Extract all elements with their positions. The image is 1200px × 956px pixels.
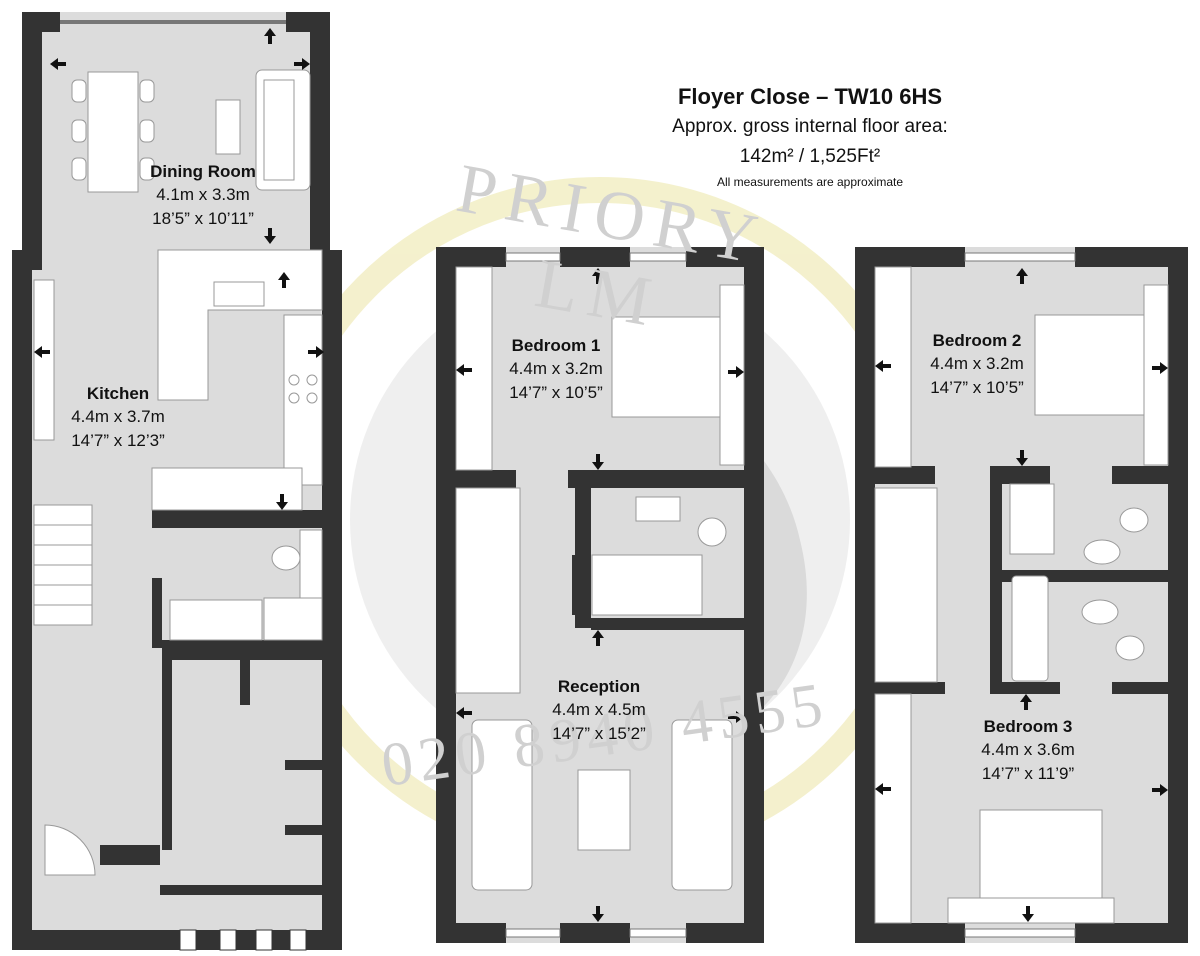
wall — [436, 247, 456, 943]
wall — [875, 466, 935, 484]
wall — [1168, 247, 1188, 943]
wall — [240, 660, 250, 705]
room-label-dining: Dining Room 4.1m x 3.3m 18’5” x 10’11” — [123, 161, 283, 231]
ground-floor — [12, 12, 342, 951]
room-name: Bedroom 3 — [983, 717, 1073, 736]
wall — [560, 247, 630, 267]
wall — [436, 247, 506, 267]
wall — [568, 470, 744, 488]
wall — [855, 923, 965, 943]
wall — [855, 247, 965, 267]
room-name: Kitchen — [86, 384, 150, 403]
first-floor — [436, 247, 764, 943]
room-dim-metric: 4.4m x 3.2m — [509, 359, 603, 378]
wall — [285, 825, 325, 835]
wall — [100, 845, 160, 865]
wall — [310, 12, 330, 256]
direction-arrows — [34, 28, 1168, 922]
room-label-kitchen: Kitchen 4.4m x 3.7m 14’7” x 12’3” — [38, 383, 198, 453]
room-name: Reception — [557, 677, 641, 696]
second-floor — [855, 247, 1188, 943]
wall — [990, 466, 1050, 484]
wall — [875, 682, 945, 694]
room-dim-metric: 4.4m x 4.5m — [552, 700, 646, 719]
room-label-bedroom-2: Bedroom 2 4.4m x 3.2m 14’7” x 10’5” — [897, 330, 1057, 400]
wall — [560, 923, 630, 943]
room-name: Dining Room — [150, 162, 256, 181]
wall — [162, 640, 342, 660]
wall — [322, 250, 342, 950]
wall — [990, 682, 1060, 694]
wall — [436, 923, 506, 943]
wall — [12, 250, 32, 950]
area-label: Approx. gross internal floor area: — [672, 116, 948, 137]
wall — [855, 247, 875, 943]
plan-title: Floyer Close – TW10 6HS — [677, 84, 943, 109]
measurement-note: All measurements are approximate — [716, 175, 904, 189]
room-dim-imperial: 18’5” x 10’11” — [152, 209, 254, 228]
dining-furniture — [71, 69, 311, 193]
wall — [162, 640, 172, 850]
room-label-reception: Reception 4.4m x 4.5m 14’7” x 15’2” — [519, 676, 679, 746]
wall — [1075, 247, 1188, 267]
room-dim-imperial: 14’7” x 11’9” — [981, 764, 1075, 783]
wall — [1112, 682, 1168, 694]
wall — [744, 247, 764, 943]
wall — [990, 466, 1002, 694]
wall — [152, 578, 162, 648]
room-dim-metric: 4.4m x 3.2m — [930, 354, 1024, 373]
wall — [686, 923, 764, 943]
window — [60, 20, 286, 24]
room-dim-metric: 4.4m x 3.6m — [981, 740, 1075, 759]
plan-header: Floyer Close – TW10 6HS Approx. gross in… — [600, 82, 1020, 192]
wall — [456, 470, 516, 488]
room-label-bedroom-3: Bedroom 3 4.4m x 3.6m 14’7” x 11’9” — [948, 716, 1108, 786]
wall — [686, 247, 764, 267]
wall — [591, 618, 744, 630]
room-dim-imperial: 14’7” x 12’3” — [71, 431, 165, 450]
wall — [22, 12, 42, 256]
room-name: Bedroom 1 — [511, 336, 601, 355]
room-dim-imperial: 14’7” x 15’2” — [552, 724, 646, 743]
kitchen-units — [33, 249, 323, 641]
ground-stairs — [33, 504, 93, 626]
front-door — [44, 824, 96, 876]
room-dim-metric: 4.4m x 3.7m — [71, 407, 165, 426]
wall — [152, 510, 342, 528]
room-dim-imperial: 14’7” x 10’5” — [509, 383, 603, 402]
wall — [160, 885, 330, 895]
wall — [1112, 466, 1168, 484]
wall — [285, 760, 325, 770]
area-value: 142m² / 1,525Ft² — [739, 146, 881, 167]
room-dim-imperial: 14’7” x 10’5” — [930, 378, 1024, 397]
wall — [1075, 923, 1188, 943]
room-label-bedroom-1: Bedroom 1 4.4m x 3.2m 14’7” x 10’5” — [476, 335, 636, 405]
room-name: Bedroom 2 — [932, 331, 1022, 350]
room-dim-metric: 4.1m x 3.3m — [156, 185, 250, 204]
